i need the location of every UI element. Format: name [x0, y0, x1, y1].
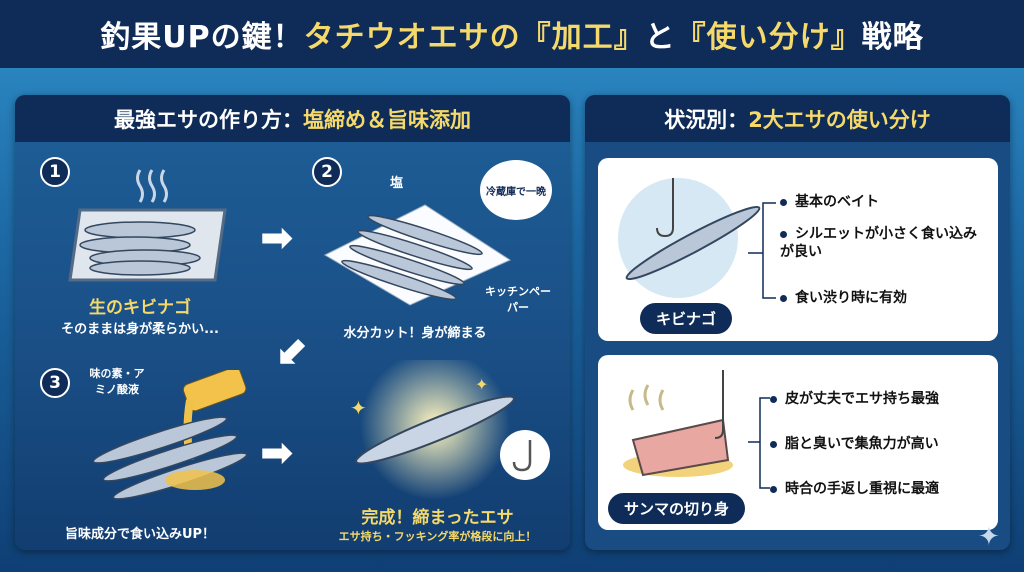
arrow-down-left-icon: ➡: [263, 324, 320, 382]
point: 時合の手返し重視に最適: [770, 480, 995, 498]
fish-paper-illustration: [323, 204, 512, 306]
kitchen-paper-label: キッチンペーパー: [485, 285, 551, 314]
page-title: 釣果UPの鍵！タチウオエサの『加工』と『使い分け』戦略: [0, 0, 1024, 68]
processing-panel: 最強エサの作り方：塩締め＆旨味添加 1 生のキビナゴ そのままは身が柔らかい..…: [15, 95, 570, 550]
step-caption: 水分カット！身が締まる: [343, 326, 487, 341]
step-number: 2: [312, 157, 342, 187]
bait-name: サンマの切り身: [608, 493, 746, 524]
arrow-right-icon: ➡: [260, 215, 294, 261]
step-caption: そのままは身が柔らかい...: [61, 322, 219, 337]
step-number: 3: [40, 368, 70, 398]
arrow-right-icon: ➡: [260, 430, 294, 476]
fridge-bubble: 冷蔵庫で一晩: [480, 160, 552, 220]
step-title: 生のキビナゴ: [89, 298, 191, 318]
seasoning-fish-illustration: [92, 370, 248, 500]
sparkle-icon: ✦: [978, 522, 1000, 552]
step-caption: 旨味成分で食い込みUP！: [64, 527, 216, 542]
finished-fish-illustration: ✦✦: [350, 360, 550, 500]
panel-header: 状況別：2大エサの使い分け: [585, 95, 1010, 142]
final-title: 完成！締まったエサ: [361, 508, 514, 528]
final-caption: エサ持ち・フッキング率が格段に向上！: [338, 530, 537, 543]
bait-name: キビナゴ: [640, 303, 733, 334]
kibinago-illustration: [618, 178, 761, 298]
svg-text:✦: ✦: [475, 375, 488, 394]
usage-panel: 状況別：2大エサの使い分け キビナゴ 基本のベイト シルエットが小さく食い込みが…: [585, 95, 1010, 550]
svg-text:✦: ✦: [350, 396, 367, 420]
seasoning-label: 味の素・アミノ酸液: [89, 367, 145, 396]
bracket-line: [748, 397, 770, 489]
salt-label: 塩: [390, 176, 404, 191]
bracket-line: [748, 202, 776, 299]
point: 基本のベイト: [780, 193, 990, 211]
point: 皮が丈夫でエサ持ち最強: [770, 390, 995, 408]
fish-tray-illustration: [68, 169, 227, 282]
point: 食い渋り時に有効: [780, 289, 990, 307]
sanma-cut-illustration: [623, 370, 733, 477]
panel-header: 最強エサの作り方：塩締め＆旨味添加: [15, 95, 570, 142]
bait-card-sanma: サンマの切り身 皮が丈夫でエサ持ち最強 脂と臭いで集魚力が高い 時合の手返し重視…: [598, 355, 998, 530]
point: 脂と臭いで集魚力が高い: [770, 435, 995, 453]
point: シルエットが小さく食い込みが良い: [780, 226, 977, 260]
bait-card-kibinago: キビナゴ 基本のベイト シルエットが小さく食い込みが良い 食い渋り時に有効: [598, 158, 998, 341]
step-number: 1: [40, 157, 70, 187]
